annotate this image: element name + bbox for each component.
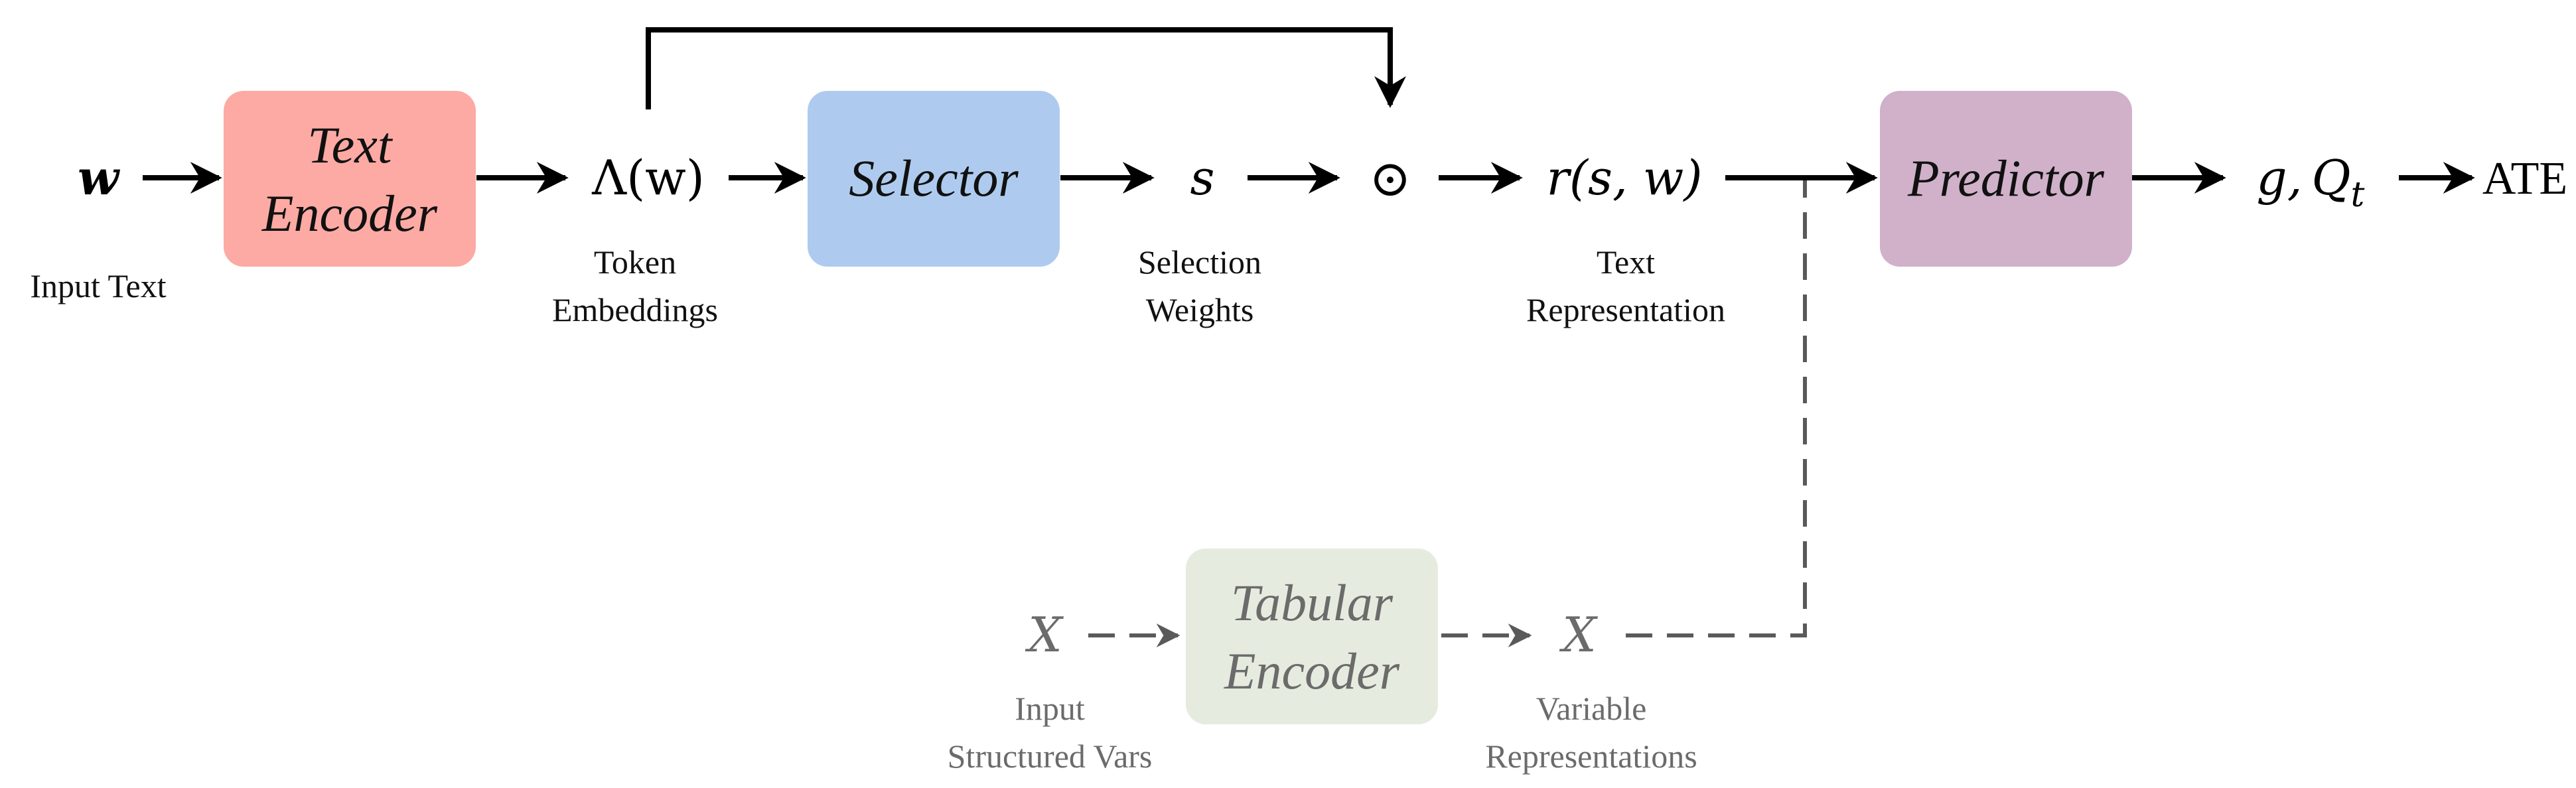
skip-connection-arrow	[646, 27, 1406, 109]
text-encoder-box: Text Encoder	[224, 91, 476, 267]
text-encoder-label-line1: Text	[307, 116, 393, 174]
selector-label: Selector	[849, 149, 1019, 207]
token-embeddings-caption-line2: Embeddings	[552, 291, 718, 328]
variable-representations-caption-line2: Representations	[1485, 738, 1697, 775]
variable-representation-symbol: X	[1559, 607, 1598, 663]
text-representation-caption-line1: Text	[1597, 243, 1655, 281]
text-encoder-label-line2: Encoder	[261, 184, 438, 242]
selection-weights-caption-line2: Weights	[1146, 291, 1254, 328]
predictor-box: Predictor	[1880, 91, 2132, 267]
input-text-caption: Input Text	[30, 267, 166, 304]
ate-output-label: ATE	[2482, 153, 2567, 204]
structured-input-symbol: X	[1025, 607, 1064, 663]
structured-input-caption-line1: Input	[1015, 690, 1085, 727]
predictor-label: Predictor	[1907, 149, 2105, 207]
token-embeddings-symbol: Λ(w)	[591, 150, 705, 206]
selector-box: Selector	[808, 91, 1060, 267]
elementwise-product-symbol: ⊙	[1369, 149, 1411, 208]
token-embeddings-caption-line1: Token	[594, 243, 676, 281]
text-representation-caption-line2: Representation	[1526, 291, 1725, 328]
tabular-encoder-label-line1: Tabular	[1231, 574, 1394, 631]
variable-representations-caption-line1: Variable	[1536, 690, 1647, 727]
selection-weights-symbol: s	[1190, 150, 1215, 206]
text-representation-symbol: r(s, w)	[1547, 150, 1703, 206]
selection-weights-caption-line1: Selection	[1138, 243, 1261, 281]
predictor-output-symbol: g,Qt	[2257, 150, 2365, 215]
dashed-connection-to-predictor	[1626, 180, 1807, 637]
input-text-symbol: w	[78, 149, 121, 206]
tabular-encoder-label-line2: Encoder	[1224, 642, 1400, 700]
structured-input-caption-line2: Structured Vars	[948, 738, 1153, 775]
tabular-encoder-box: Tabular Encoder	[1186, 549, 1438, 724]
